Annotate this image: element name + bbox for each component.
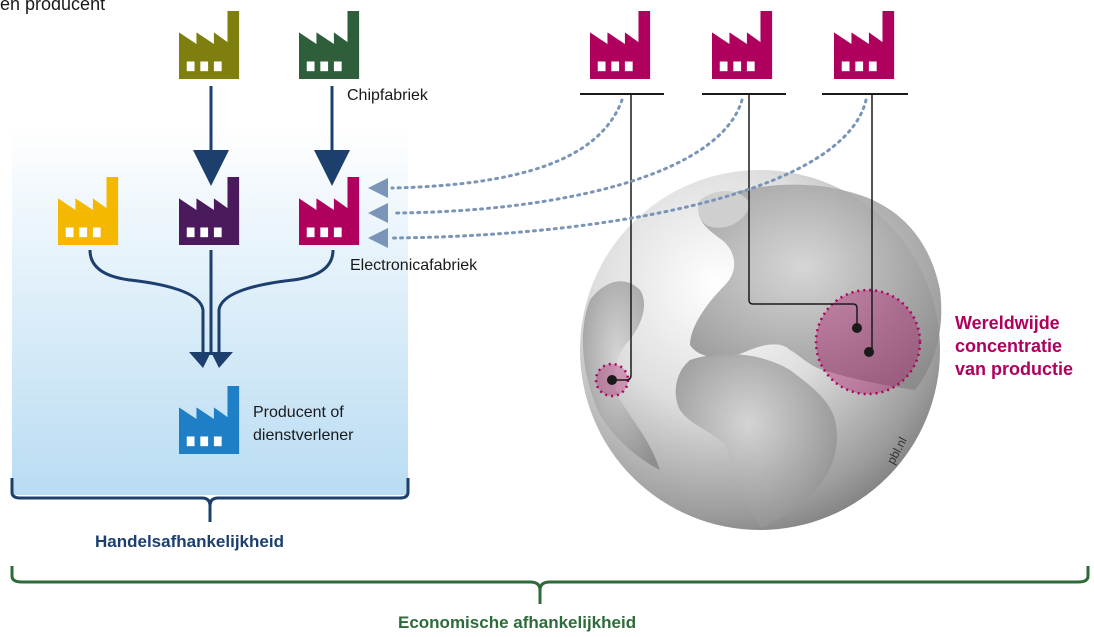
- converging-arrows: [88, 249, 335, 355]
- concentration-line2: concentratie: [955, 336, 1063, 356]
- location-leaders: [612, 94, 873, 381]
- economic-brace: [10, 566, 1090, 604]
- arrow-icon: [368, 178, 388, 248]
- electronics-factory-label: Electronicafabriek: [350, 257, 478, 274]
- factory-icon-green: [299, 11, 360, 79]
- concentration-label: Wereldwijde concentratie van productie: [955, 312, 1073, 381]
- title-fragment: en producent: [0, 0, 106, 14]
- economic-dependency-label: Economische afhankelijkheid: [398, 613, 637, 632]
- factory-icon-magenta-2: [712, 11, 773, 79]
- concentration-circle: [814, 288, 922, 396]
- factory-icon-magenta-3: [834, 11, 895, 79]
- concentration-line1: Wereldwijde: [955, 313, 1060, 333]
- trade-dependency-label: Handelsafhankelijkheid: [95, 532, 284, 551]
- arrow-icon: [189, 352, 233, 368]
- factory-icon-olive: [179, 11, 240, 79]
- location-dots: [607, 323, 874, 385]
- producer-label-line2: dienstverlener: [253, 427, 354, 444]
- trade-brace: [10, 478, 410, 522]
- concentration-line3: van productie: [955, 359, 1074, 379]
- supply-links: [390, 98, 868, 240]
- globe-icon: [580, 170, 942, 530]
- producer-label-line1: Producent of: [253, 404, 344, 421]
- chip-factory-label: Chipfabriek: [347, 87, 428, 104]
- factory-icon-magenta-1: [590, 11, 651, 79]
